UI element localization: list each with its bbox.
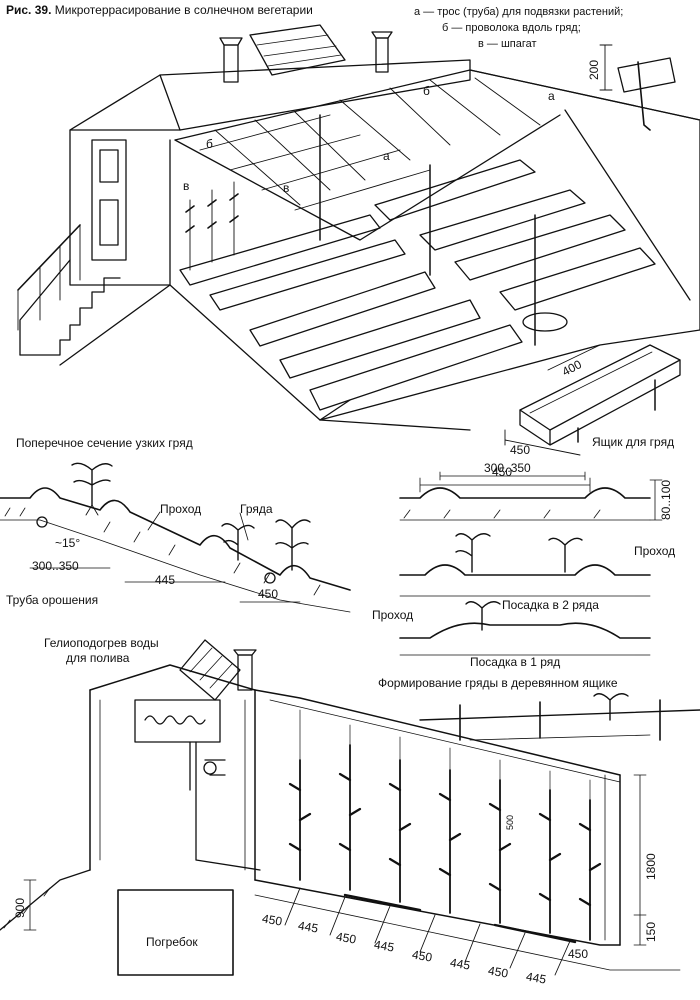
letter-a-2: а	[383, 149, 390, 163]
chimney-right	[375, 37, 389, 73]
figure-title: Микротеррасирование в солнечном вегетари…	[54, 3, 313, 17]
dim-445-left: 445	[155, 573, 176, 587]
chimney-left	[223, 44, 239, 83]
figure-number: Рис. 39.	[6, 3, 52, 17]
section-floor	[254, 879, 621, 946]
two-rows-label: Посадка в 2 ряда	[502, 598, 599, 612]
shed-front-wall	[69, 129, 171, 286]
pipe	[189, 741, 261, 871]
letter-v-2: в	[283, 181, 290, 195]
stake-sign	[617, 57, 676, 93]
dim-500: 500	[505, 814, 515, 830]
stairs	[19, 277, 121, 356]
valve	[203, 761, 217, 775]
cross-section-narrow-beds	[0, 462, 351, 613]
greenhouse-perspective	[17, 24, 700, 456]
box-forming-label: Формирование гряды в деревянном ящике	[378, 676, 618, 690]
profile-top	[399, 487, 651, 499]
letter-b-2: б	[423, 84, 430, 98]
dim-450-left: 450	[258, 587, 279, 601]
stair-railing	[17, 224, 81, 291]
legend-b: б — проволока вдоль гряд;	[442, 22, 581, 34]
greenhouse-section	[0, 639, 681, 976]
dim-450-box: 450	[510, 443, 531, 457]
heating-label-line1: Гелиоподогрев воды	[44, 636, 159, 650]
heating-coil	[144, 715, 206, 725]
letter-v-1: в	[183, 179, 190, 193]
letter-a-1: а	[548, 89, 555, 103]
ground-left	[59, 284, 471, 431]
solar-panel	[249, 24, 346, 76]
profile-one-row	[399, 622, 651, 639]
irrigation-pipe-2	[264, 572, 276, 584]
irrigation-pipe-1	[36, 516, 48, 528]
passage-right-label: Проход	[634, 544, 676, 558]
irrigation-pipe-label: Труба орошения	[6, 593, 99, 607]
plant-tall	[71, 462, 113, 506]
section-roof	[254, 689, 621, 776]
shed-door	[91, 139, 127, 261]
dim-row-8: 450	[568, 947, 589, 961]
one-row-label: Посадка в 1 ряд	[470, 655, 561, 669]
solar-collector	[179, 639, 241, 701]
house-roof	[89, 664, 256, 691]
passage-label: Проход	[160, 502, 202, 516]
bed-2	[209, 239, 406, 311]
cross-section-title: Поперечное сечение узких гряд	[16, 436, 193, 450]
legend-a: а — трос (труба) для подвязки растений;	[414, 6, 624, 18]
dim-150: 150	[644, 921, 658, 942]
dim-300-350-top: 300..350	[484, 461, 531, 475]
bed-4	[279, 299, 481, 379]
angle-label: ~15°	[55, 536, 81, 550]
bed-1	[179, 214, 381, 286]
planting-sections	[399, 471, 700, 741]
dim-300-350-left: 300..350	[32, 559, 79, 573]
bed-label: Гряда	[240, 502, 273, 516]
profile-two-rows	[399, 564, 651, 576]
dim-200: 200	[587, 59, 601, 80]
figure-caption: Рис. 39. Микротеррасирование в солнечном…	[6, 4, 313, 17]
terrain-profile	[0, 487, 351, 591]
passage-left-label: Проход	[372, 608, 414, 622]
letter-b-1: б	[206, 137, 213, 151]
water-tank	[134, 699, 221, 743]
box-forming-ground	[419, 709, 700, 721]
box-label: Ящик для гряд	[592, 435, 675, 449]
heating-label-line2: для полива	[66, 651, 130, 665]
dim-900: 900	[13, 897, 27, 918]
dim-80-100: 80..100	[659, 479, 673, 520]
dim-1800: 1800	[644, 853, 658, 880]
posts	[319, 114, 536, 346]
bed-3	[249, 271, 436, 347]
cellar	[117, 889, 234, 976]
legend-v: в — шпагат	[478, 38, 537, 50]
bed-5	[309, 324, 523, 411]
cellar-label: Погребок	[146, 935, 198, 949]
dim-450-top: 450	[492, 465, 513, 479]
